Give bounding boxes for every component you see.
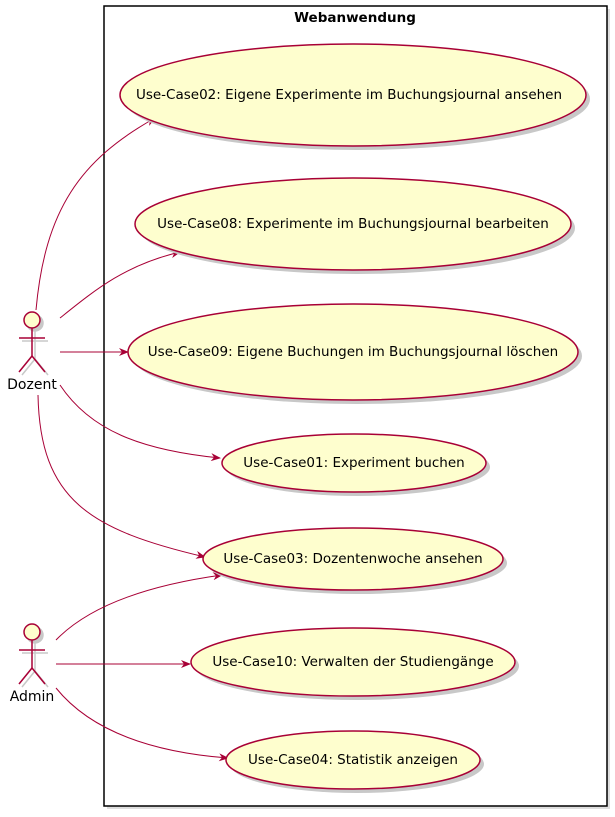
association-dozent-uc01 bbox=[59, 384, 221, 462]
actor-label: Admin bbox=[10, 689, 55, 705]
use-case-uc04: Use-Case04: Statistik anzeigen bbox=[225, 730, 484, 793]
use-case-label: Use-Case04: Statistik anzeigen bbox=[248, 752, 458, 768]
stick-figure-icon bbox=[18, 623, 49, 688]
use-case-label: Use-Case09: Eigene Buchungen im Buchungs… bbox=[148, 344, 558, 360]
use-case-uc09: Use-Case09: Eigene Buchungen im Buchungs… bbox=[127, 303, 582, 404]
use-case-uc08: Use-Case08: Experimente im Buchungsjourn… bbox=[134, 177, 575, 274]
association-dozent-uc02 bbox=[35, 117, 156, 311]
association-dozent-uc03 bbox=[37, 394, 206, 559]
use-case-label: Use-Case10: Verwalten der Studiengänge bbox=[212, 654, 493, 670]
association-dozent-uc08 bbox=[59, 250, 181, 319]
stick-figure-icon bbox=[18, 311, 49, 376]
actor-admin: Admin bbox=[10, 623, 55, 705]
use-case-uc01: Use-Case01: Experiment buchen bbox=[221, 433, 490, 496]
use-case-uc02: Use-Case02: Eigene Experimente im Buchun… bbox=[119, 43, 590, 150]
use-case-label: Use-Case01: Experiment buchen bbox=[243, 455, 464, 471]
use-case-uc10: Use-Case10: Verwalten der Studiengänge bbox=[190, 627, 519, 700]
associations bbox=[35, 117, 229, 762]
use-case-label: Use-Case03: Dozentenwoche ansehen bbox=[223, 551, 482, 567]
use-case-label: Use-Case08: Experimente im Buchungsjourn… bbox=[157, 216, 549, 232]
association-admin-uc04 bbox=[55, 687, 229, 762]
actor-dozent: Dozent bbox=[7, 311, 57, 393]
association-admin-uc03 bbox=[55, 572, 223, 641]
use-case-uc03: Use-Case03: Dozentenwoche ansehen bbox=[202, 527, 507, 594]
use-case-label: Use-Case02: Eigene Experimente im Buchun… bbox=[136, 87, 562, 103]
boundary-title: Webanwendung bbox=[294, 10, 416, 26]
actor-label: Dozent bbox=[7, 377, 57, 393]
